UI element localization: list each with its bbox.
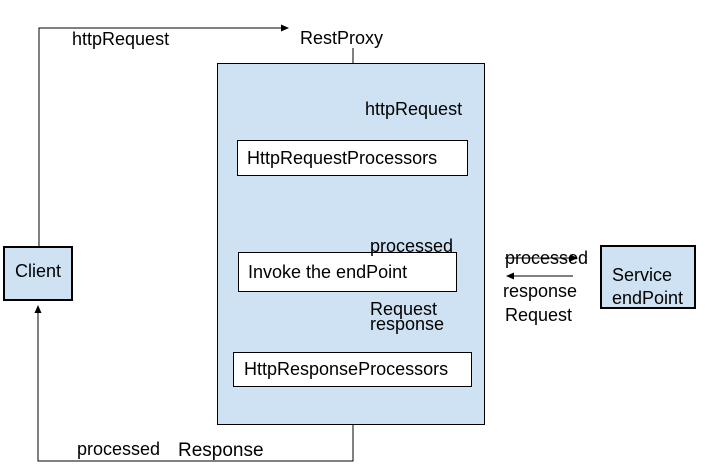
node-invoke-endpoint: Invoke the endPoint (238, 252, 457, 292)
edge-label-processed-request-right-line1: processed (505, 248, 589, 268)
edge-label-processed-bottom: processed (77, 439, 161, 459)
edge-label-response-bottom: Response (178, 440, 264, 461)
node-http-response-processors: HttpResponseProcessors (233, 352, 472, 387)
node-http-request-processors-label: HttpRequestProcessors (247, 147, 438, 168)
node-service-endpoint-line2: endPoint (612, 288, 684, 308)
node-client: Client (3, 246, 73, 301)
edge-label-processed-request-inner-line2: Request (370, 299, 438, 319)
edge-label-processed-request-inner-line1: processed (370, 236, 454, 256)
node-client-label: Client (15, 260, 62, 281)
node-invoke-endpoint-label: Invoke the endPoint (248, 261, 408, 282)
edge-label-processed-request-right-line2: Request (505, 305, 573, 325)
edge-client-to-restproxy (38, 24, 289, 246)
node-http-request-processors: HttpRequestProcessors (237, 140, 468, 176)
node-service-endpoint: Service endPoint (600, 245, 696, 309)
edge-label-processed-request-right: processed Request (505, 211, 588, 363)
node-http-response-processors-label: HttpResponseProcessors (244, 359, 449, 379)
edge-label-response-inner: response (370, 314, 445, 334)
edge-label-httprequest-inner: httpRequest (365, 99, 463, 119)
edge-label-response-right: response (503, 281, 578, 301)
edge-label-processed-request-inner: processed Request (370, 194, 453, 362)
edge-label-httprequest-top: httpRequest (72, 29, 170, 49)
node-restproxy-label: RestProxy (300, 28, 384, 48)
node-service-endpoint-line1: Service (612, 265, 673, 285)
